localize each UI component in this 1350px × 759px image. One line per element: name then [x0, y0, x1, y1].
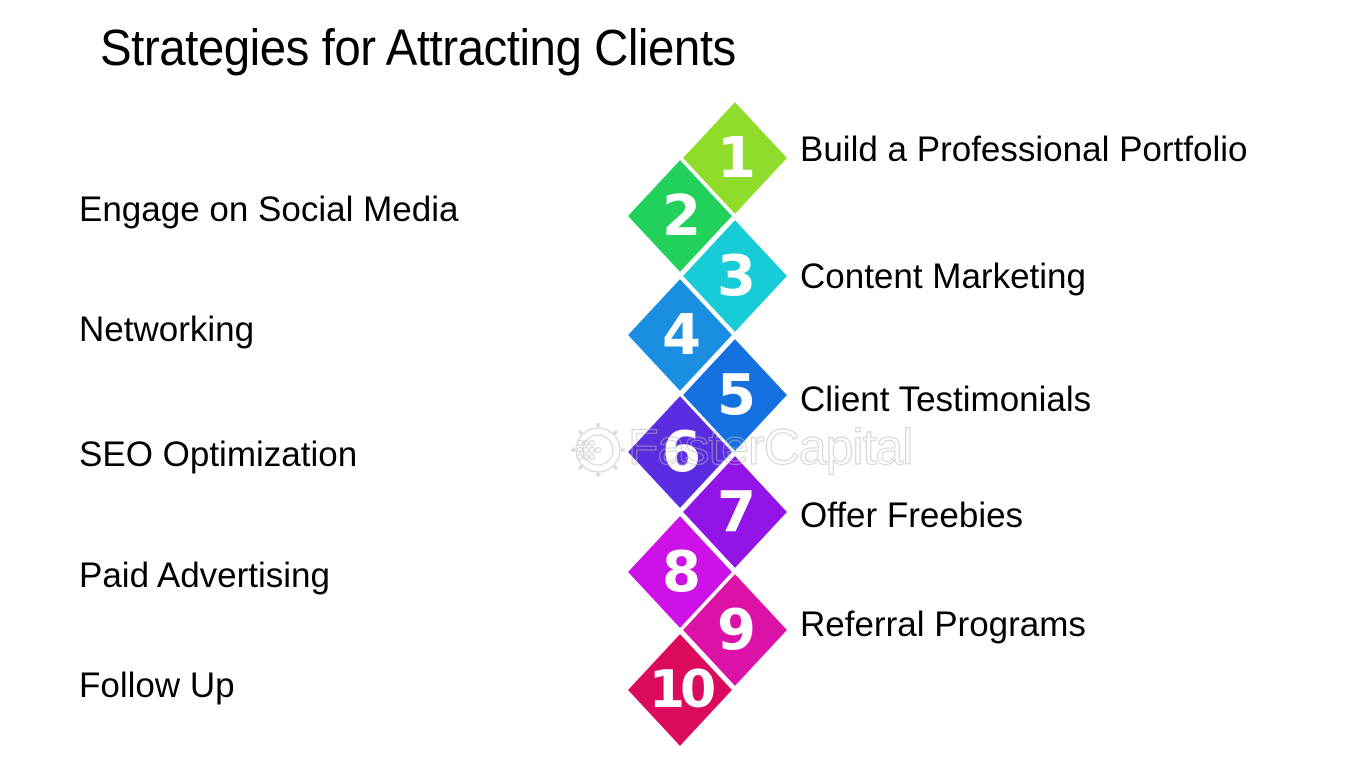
step-4-label: Networking: [79, 310, 255, 349]
step-number: 9: [717, 597, 756, 663]
step-number: 3: [717, 243, 756, 309]
step-6-label: SEO Optimization: [79, 435, 358, 474]
step-6-diamond: 6: [625, 393, 735, 511]
diamond-shape-icon: [625, 157, 735, 275]
diamond-shape-icon: [680, 453, 790, 571]
diamond-shape-icon: [680, 217, 790, 335]
step-number: 6: [662, 419, 701, 485]
step-number: 10: [648, 660, 716, 720]
diamond-shape-icon: [625, 276, 735, 394]
step-2-diamond: 2: [625, 157, 735, 275]
step-7-label: Offer Freebies: [800, 496, 1024, 535]
step-1-label: Build a Professional Portfolio: [800, 130, 1248, 169]
diamond-shape-icon: [680, 99, 790, 217]
step-number: 2: [662, 183, 701, 249]
diamond-shape-icon: [625, 631, 735, 749]
step-3-diamond: 3: [680, 217, 790, 335]
diamond-shape-icon: [680, 336, 790, 454]
diamond-shape-icon: [625, 513, 735, 631]
step-10-diamond: 10: [625, 631, 735, 749]
step-5-diamond: 5: [680, 336, 790, 454]
step-9-label: Referral Programs: [800, 605, 1086, 644]
step-3-label: Content Marketing: [800, 257, 1086, 296]
step-8-label: Paid Advertising: [79, 556, 330, 595]
step-9-diamond: 9: [680, 571, 790, 689]
diamond-shape-icon: [680, 571, 790, 689]
step-4-diamond: 4: [625, 276, 735, 394]
step-number: 1: [717, 125, 756, 191]
step-number: 7: [717, 479, 756, 545]
step-10-label: Follow Up: [79, 666, 235, 705]
step-2-label: Engage on Social Media: [79, 190, 459, 229]
gear-icon: [571, 423, 625, 477]
step-8-diamond: 8: [625, 513, 735, 631]
step-1-diamond: 1: [680, 99, 790, 217]
step-number: 4: [662, 302, 701, 368]
step-7-diamond: 7: [680, 453, 790, 571]
page-title: Strategies for Attracting Clients: [100, 19, 736, 76]
step-number: 8: [662, 539, 701, 605]
step-number: 5: [717, 362, 756, 428]
step-5-label: Client Testimonials: [800, 380, 1092, 419]
diamond-shape-icon: [625, 393, 735, 511]
